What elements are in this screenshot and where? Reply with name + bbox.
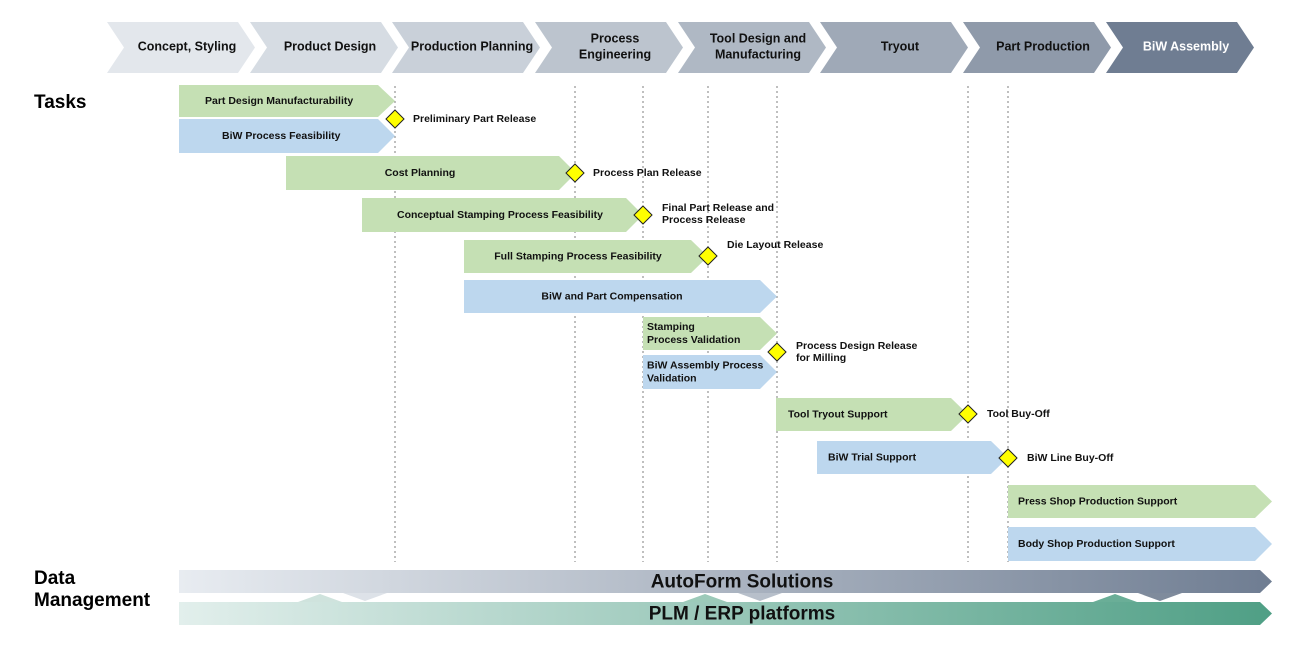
task-arrow-12: [1008, 527, 1272, 561]
task-label-3: Cost Planning: [385, 167, 456, 179]
task-arrow-8: [643, 355, 777, 389]
milestone-label-7: BiW Line Buy-Off: [1027, 452, 1114, 464]
phase-chevron-8: [1106, 22, 1254, 73]
phase-label-8: BiW Assembly: [1143, 40, 1229, 54]
task-arrow-7: [643, 317, 777, 350]
phase-chevrons: Concept, Styling Product Design Production…: [107, 22, 1254, 73]
task-label-9: Tool Tryout Support: [788, 408, 888, 420]
phase-label-2: Product Design: [284, 40, 376, 54]
task-label-12: Body Shop Production Support: [1018, 538, 1175, 550]
data-management-heading-line-1: Data: [34, 568, 76, 589]
milestone-diamond-3: [633, 205, 653, 225]
phase-chevron-2: [250, 22, 398, 73]
milestone-diamond-4: [698, 246, 718, 266]
phase-chevron-4: [535, 22, 683, 73]
data-management-heading: Data Management: [34, 568, 194, 612]
task-arrow-10: [817, 441, 1008, 474]
task-arrow-9: [776, 398, 968, 431]
band-connector-1: [343, 593, 387, 601]
task-arrow-4: [362, 198, 643, 232]
band-connector-6: [1093, 594, 1137, 602]
phase-label-3: Production Planning: [411, 40, 533, 54]
milestone-diamond-7: [998, 448, 1018, 468]
task-label-1: Part Design Manufacturability: [205, 95, 353, 107]
data-band-label-1: AutoForm Solutions: [651, 572, 834, 593]
task-label-4: Conceptual Stamping Process Feasibility: [397, 209, 603, 221]
milestone-label-2: Process Plan Release: [593, 167, 702, 179]
task-arrow-3: [286, 156, 576, 190]
task-label-10: BiW Trial Support: [828, 451, 917, 463]
task-arrow-6: [464, 280, 777, 313]
phase-chevron-3: [392, 22, 540, 73]
milestone-label-4: Die Layout Release: [727, 239, 823, 251]
phase-label-6: Tryout: [881, 40, 920, 54]
phase-label-1: Concept, Styling: [138, 40, 237, 54]
task-label-6: BiW and Part Compensation: [541, 290, 682, 302]
phase-label-7: Part Production: [996, 40, 1090, 54]
data-band-1: [179, 570, 1272, 593]
milestone-diamond-2: [565, 163, 585, 183]
band-connector-2: [738, 593, 782, 601]
milestone-diamond-6: [958, 404, 978, 424]
phase-chevron-1: [107, 22, 255, 73]
band-connector-4: [298, 594, 342, 602]
task-arrow-2: [179, 119, 395, 153]
band-connector-5: [683, 594, 727, 602]
data-band-label-2: PLM / ERP platforms: [649, 604, 836, 625]
band-connector-3: [1138, 593, 1182, 601]
task-arrow-5: [464, 240, 708, 273]
phase-chevron-6: [820, 22, 968, 73]
phase-chevron-5: [678, 22, 826, 73]
task-label-2: BiW Process Feasibility: [222, 130, 341, 142]
task-label-11: Press Shop Production Support: [1018, 495, 1178, 507]
milestone-diamond-5: [767, 342, 787, 362]
tasks-heading: Tasks: [34, 92, 87, 113]
guide-lines: [394, 86, 1009, 562]
milestone-label-6: Tool Buy-Off: [987, 408, 1050, 420]
data-management-heading-line-2: Management: [34, 589, 151, 611]
task-arrow-1: [179, 85, 395, 117]
task-arrow-11: [1008, 485, 1272, 518]
data-band-2: [179, 602, 1272, 625]
phase-chevron-7: [963, 22, 1111, 73]
milestone-diamond-1: [385, 109, 405, 129]
milestone-label-1: Preliminary Part Release: [413, 113, 536, 125]
task-label-5: Full Stamping Process Feasibility: [494, 250, 662, 262]
